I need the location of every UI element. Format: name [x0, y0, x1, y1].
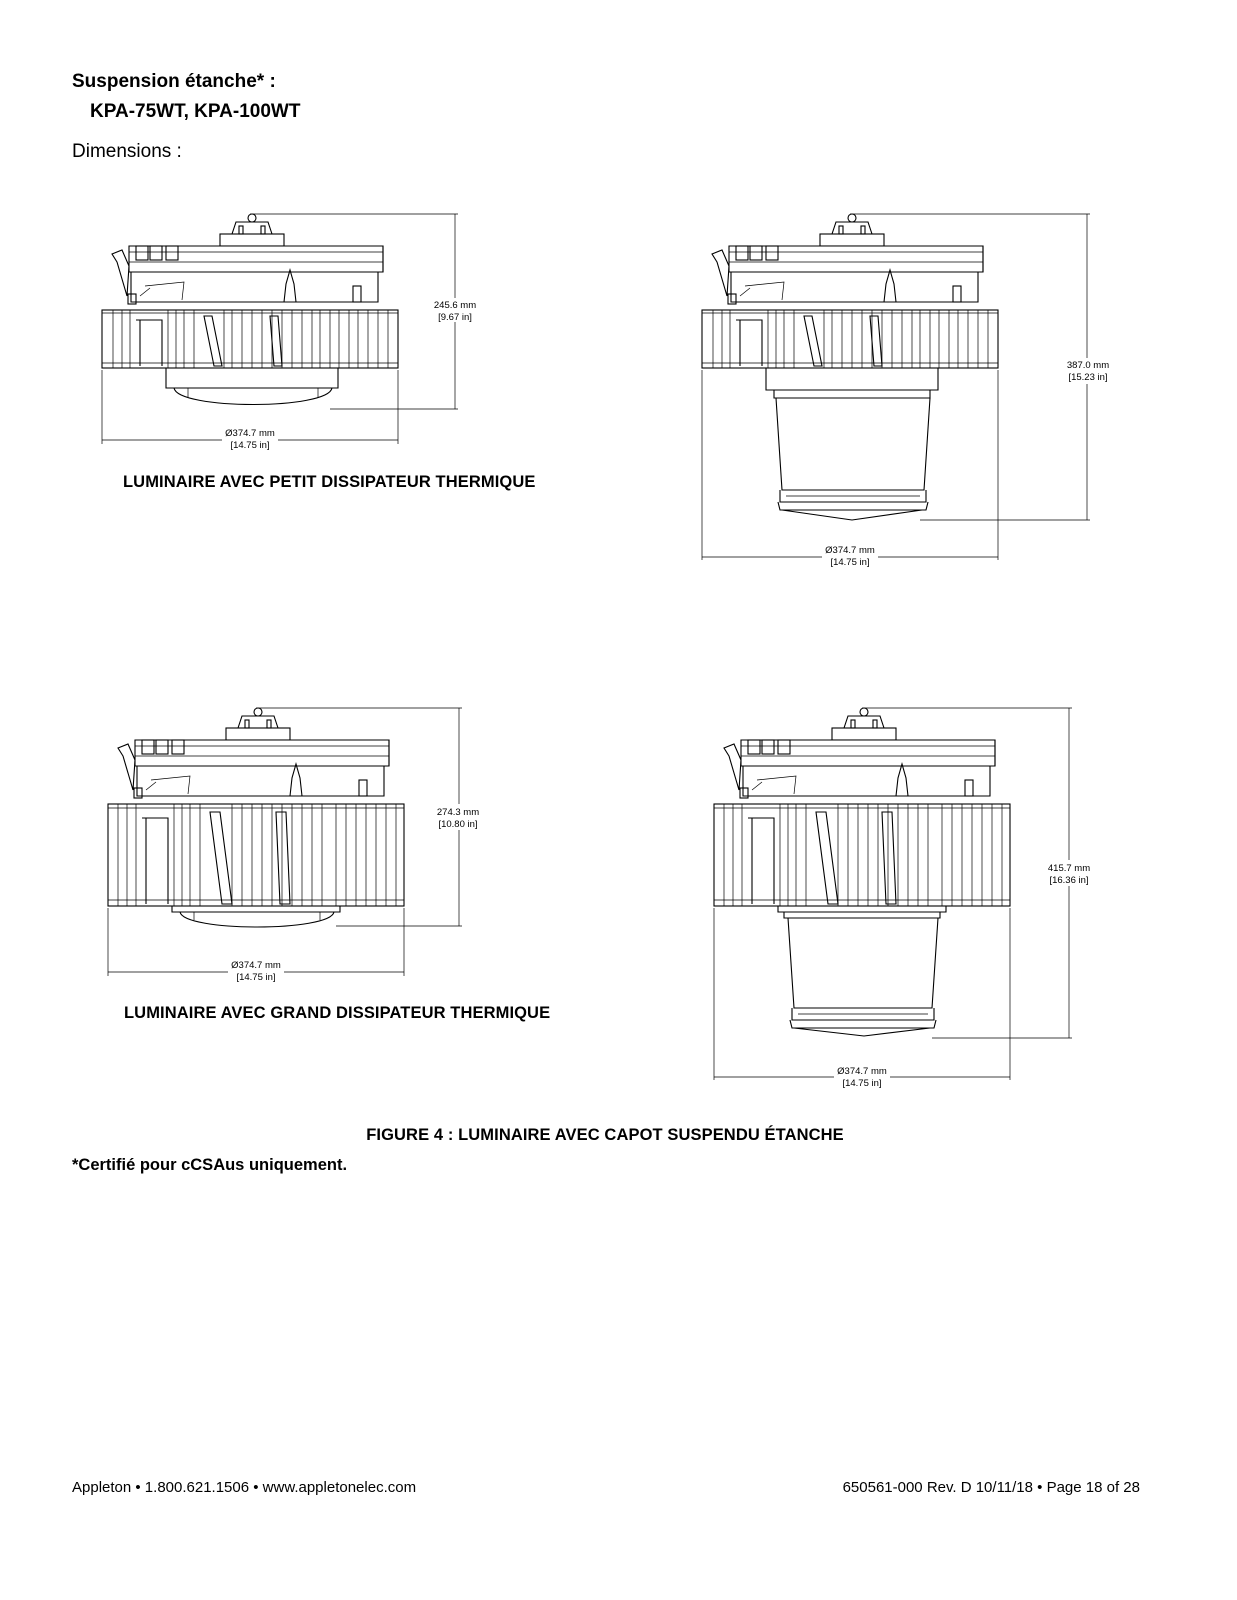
dim-diameter-3-mm: Ø374.7 mm — [231, 960, 281, 971]
dim-height-2-mm: 387.0 mm — [1067, 360, 1109, 371]
drawing-large-short — [117, 707, 390, 799]
drawing-small-tall — [701, 213, 1090, 560]
dim-diameter-2-in: [14.75 in] — [830, 557, 869, 568]
dim-diameter-4-mm: Ø374.7 mm — [837, 1066, 887, 1077]
drawing-large-tall — [723, 707, 996, 799]
dim-diameter-4-in: [14.75 in] — [842, 1078, 881, 1089]
dim-diameter-3-in: [14.75 in] — [236, 972, 275, 983]
footer-contact: Appleton • 1.800.621.1506 • www.appleton… — [72, 1479, 417, 1496]
caption-small-heatsink: LUMINAIRE AVEC PETIT DISSIPATEUR THERMIQ… — [123, 473, 536, 491]
dim-diameter-1-mm: Ø374.7 mm — [225, 428, 275, 439]
caption-large-heatsink: LUMINAIRE AVEC GRAND DISSIPATEUR THERMIQ… — [124, 1004, 551, 1022]
model-numbers: KPA-75WT, KPA-100WT — [90, 101, 301, 122]
footer-doc-info: 650561-000 Rev. D 10/11/18 • Page 18 of … — [842, 1479, 1140, 1496]
figure-caption: FIGURE 4 : LUMINAIRE AVEC CAPOT SUSPENDU… — [366, 1126, 844, 1144]
drawing-small-short — [101, 213, 458, 444]
dim-height-3-in: [10.80 in] — [438, 819, 477, 830]
dim-diameter-2-mm: Ø374.7 mm — [825, 545, 875, 556]
dim-height-2-in: [15.23 in] — [1068, 372, 1107, 383]
dim-diameter-1-in: [14.75 in] — [230, 440, 269, 451]
dim-height-4-in: [16.36 in] — [1049, 875, 1088, 886]
certification-note: *Certifié pour cCSAus uniquement. — [72, 1156, 348, 1174]
dim-height-4-mm: 415.7 mm — [1048, 863, 1090, 874]
dimensions-label: Dimensions : — [72, 141, 182, 162]
dim-height-3-mm: 274.3 mm — [437, 807, 479, 818]
drawing-large-short-body — [107, 707, 462, 976]
dim-height-1-in: [9.67 in] — [438, 312, 472, 323]
section-title: Suspension étanche* : — [72, 71, 276, 92]
dim-height-1-mm: 245.6 mm — [434, 300, 476, 311]
